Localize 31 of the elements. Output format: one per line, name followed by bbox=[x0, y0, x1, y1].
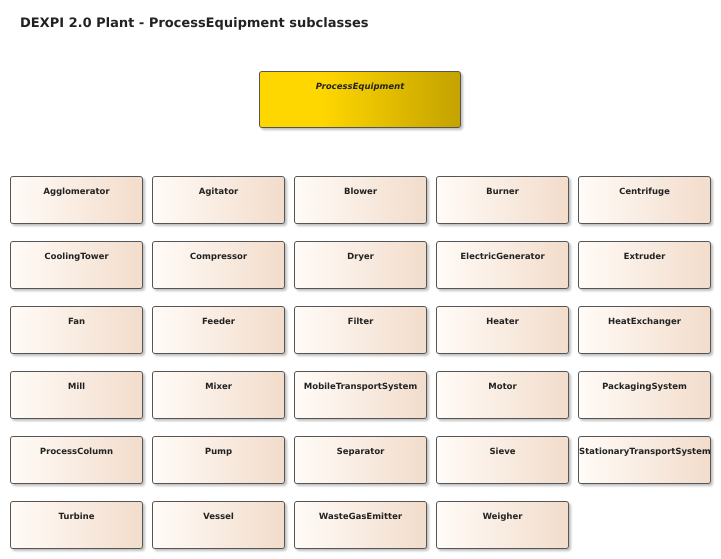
class-box: Agglomerator bbox=[10, 176, 143, 224]
class-box: MobileTransportSystem bbox=[294, 371, 427, 419]
class-box: Motor bbox=[436, 371, 569, 419]
class-box: CoolingTower bbox=[10, 241, 143, 289]
class-box: Burner bbox=[436, 176, 569, 224]
class-box: Extruder bbox=[578, 241, 711, 289]
class-box: Compressor bbox=[152, 241, 285, 289]
class-box: Heater bbox=[436, 306, 569, 354]
class-box: Agitator bbox=[152, 176, 285, 224]
class-box: Feeder bbox=[152, 306, 285, 354]
class-box: Mixer bbox=[152, 371, 285, 419]
class-box: Sieve bbox=[436, 436, 569, 484]
diagram-title: DEXPI 2.0 Plant - ProcessEquipment subclasses bbox=[20, 16, 369, 31]
class-box: Centrifuge bbox=[578, 176, 711, 224]
class-box: ElectricGenerator bbox=[436, 241, 569, 289]
class-box: HeatExchanger bbox=[578, 306, 711, 354]
class-box: ProcessColumn bbox=[10, 436, 143, 484]
class-box: WasteGasEmitter bbox=[294, 501, 427, 549]
class-box: Filter bbox=[294, 306, 427, 354]
class-box: Mill bbox=[10, 371, 143, 419]
class-box: PackagingSystem bbox=[578, 371, 711, 419]
class-box: Blower bbox=[294, 176, 427, 224]
class-box: Vessel bbox=[152, 501, 285, 549]
class-box: Separator bbox=[294, 436, 427, 484]
abstract-class-box: ProcessEquipment bbox=[259, 71, 461, 128]
class-box: StationaryTransportSystem bbox=[578, 436, 711, 484]
class-box: Pump bbox=[152, 436, 285, 484]
class-box: Fan bbox=[10, 306, 143, 354]
class-box: Weigher bbox=[436, 501, 569, 549]
class-box: Dryer bbox=[294, 241, 427, 289]
class-box: Turbine bbox=[10, 501, 143, 549]
